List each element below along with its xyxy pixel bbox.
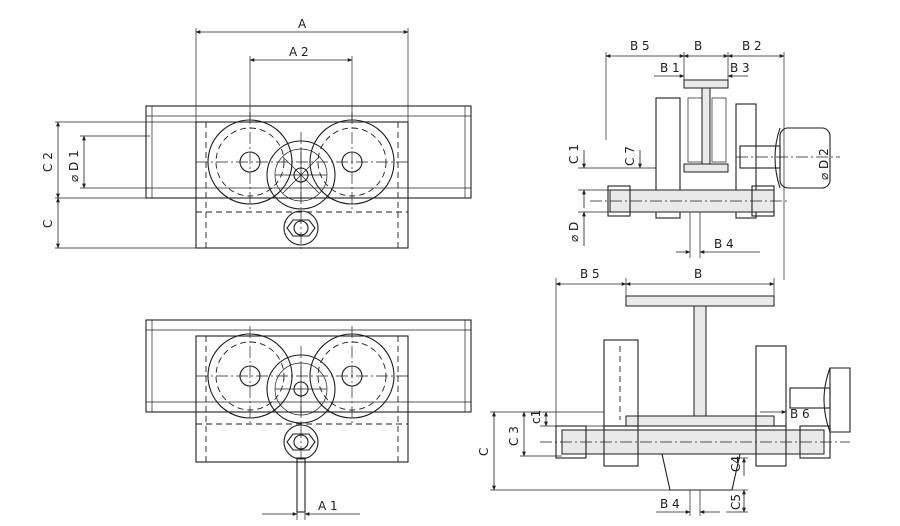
side-frame-right-lower <box>755 345 787 427</box>
dim-label-b: B <box>694 39 702 53</box>
bottom-right-view: B 5 B C C 3 <box>477 267 851 516</box>
dim-label-b2: B 2 <box>742 39 762 53</box>
dim-label-a1: A 1 <box>318 499 338 513</box>
hand-chain <box>296 457 306 513</box>
rail-beam-lower <box>145 319 472 413</box>
dim-label-b3: B 3 <box>730 61 750 75</box>
dim-label-b5: B 5 <box>630 39 650 53</box>
dim-label-b4: B 4 <box>714 237 734 251</box>
dim-label-c7: C 7 <box>623 146 637 166</box>
i-beam-lower <box>625 295 775 427</box>
hex-nut-lower <box>283 424 319 460</box>
dim-label-b1: B 1 <box>660 61 680 75</box>
side-frame-left-lower <box>603 339 639 427</box>
side-frame-right <box>735 103 757 219</box>
chain-wheel-lower <box>789 367 851 433</box>
dim-label-a: A <box>298 17 307 31</box>
side-frame-left <box>655 97 681 219</box>
dim-label-b4-lower: B 4 <box>660 497 680 511</box>
dim-label-b6: B 6 <box>790 407 810 421</box>
dim-label-c1: C 1 <box>567 144 581 164</box>
dim-label-d2: ⌀ D 2 <box>817 148 831 180</box>
hex-nut <box>283 210 319 246</box>
rail-beam <box>145 105 472 199</box>
dim-label-d: ⌀ D <box>567 222 581 242</box>
trolley-plate-lower <box>195 335 409 463</box>
dim-label-c1-lower: c1 <box>529 410 543 424</box>
dim-label-c: C <box>41 220 55 228</box>
dim-label-a2: A 2 <box>289 45 309 59</box>
dim-label-c2: C 2 <box>41 152 55 172</box>
top-right-view: B 5 B B 2 B 1 B 3 ⌀ D 2 <box>567 39 840 280</box>
dim-label-c3: C 3 <box>507 426 521 446</box>
i-beam <box>683 79 729 173</box>
top-left-view: A A 2 C 2 ⌀ D 1 C <box>41 17 472 250</box>
dim-label-d1: ⌀ D 1 <box>67 150 81 182</box>
bottom-left-view: A 1 <box>145 319 472 520</box>
dim-label-c4: C4 <box>729 456 743 472</box>
dim-label-c5: C5 <box>729 494 743 510</box>
dim-label-b-lower: B <box>694 267 702 281</box>
trolley-plate <box>195 121 409 249</box>
dim-label-c-lower: C <box>477 448 491 456</box>
dim-label-b5-lower: B 5 <box>580 267 600 281</box>
